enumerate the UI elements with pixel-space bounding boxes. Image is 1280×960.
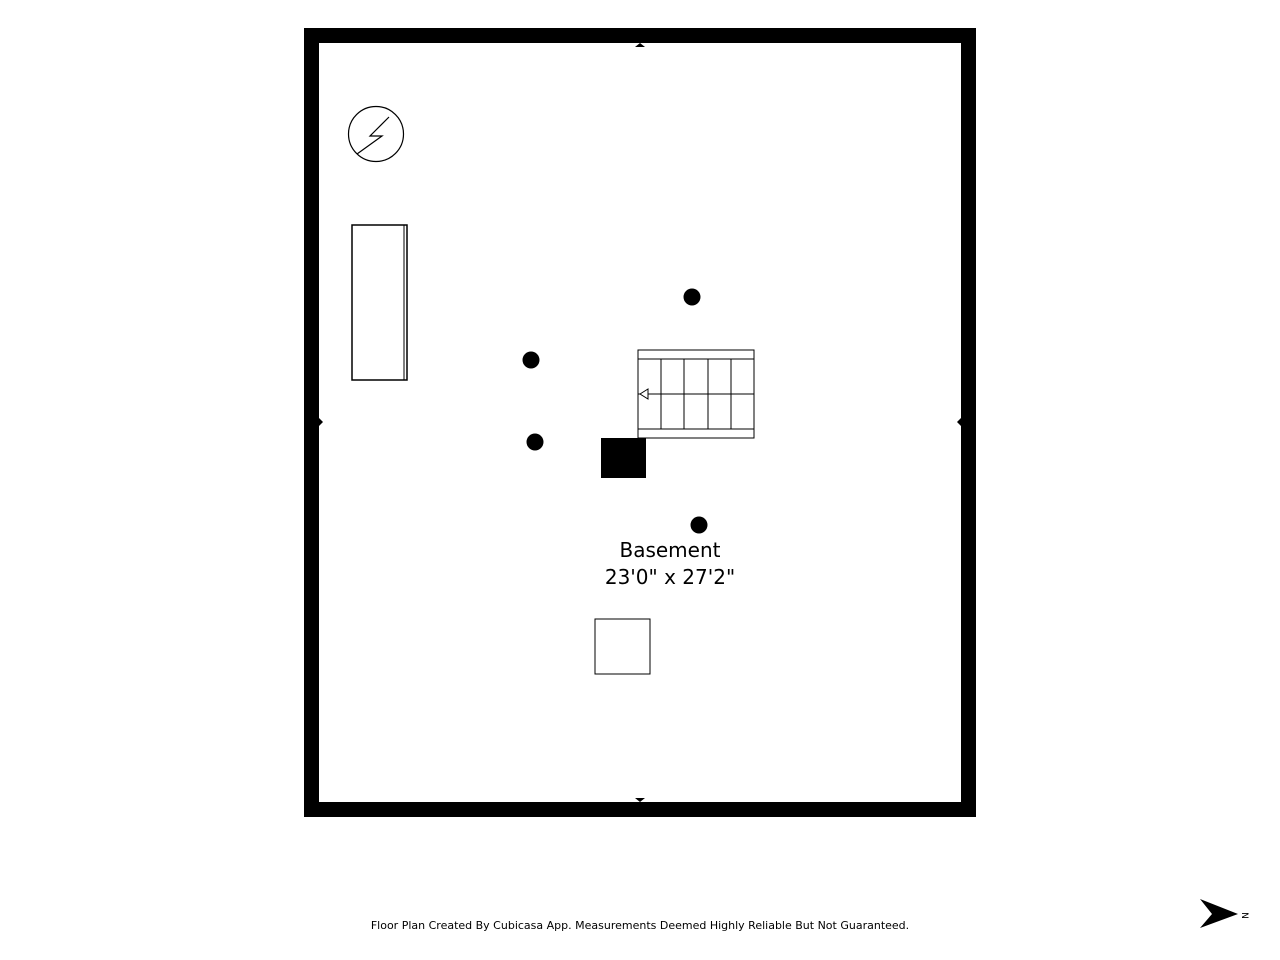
support-post xyxy=(522,351,540,369)
wall-marker-left xyxy=(319,418,323,426)
wall-fixture xyxy=(351,224,408,381)
wall-marker-top xyxy=(635,43,645,47)
room-dimensions-label: 23'0" x 27'2" xyxy=(604,565,736,589)
compass-direction-label: N xyxy=(1238,912,1249,919)
footer-disclaimer: Floor Plan Created By Cubicasa App. Meas… xyxy=(370,919,910,932)
support-post xyxy=(526,433,544,451)
stairs xyxy=(637,349,755,439)
chimney-block xyxy=(601,438,646,478)
room-name-label: Basement xyxy=(619,538,721,562)
wall-marker-bottom xyxy=(635,798,645,802)
wall-marker-right xyxy=(957,418,961,426)
arrow-left-icon xyxy=(639,388,649,400)
electrical-panel-icon xyxy=(347,105,405,163)
north-arrow-icon xyxy=(1200,899,1238,928)
square-fixture xyxy=(594,618,651,675)
support-post xyxy=(683,288,701,306)
support-post xyxy=(690,516,708,534)
